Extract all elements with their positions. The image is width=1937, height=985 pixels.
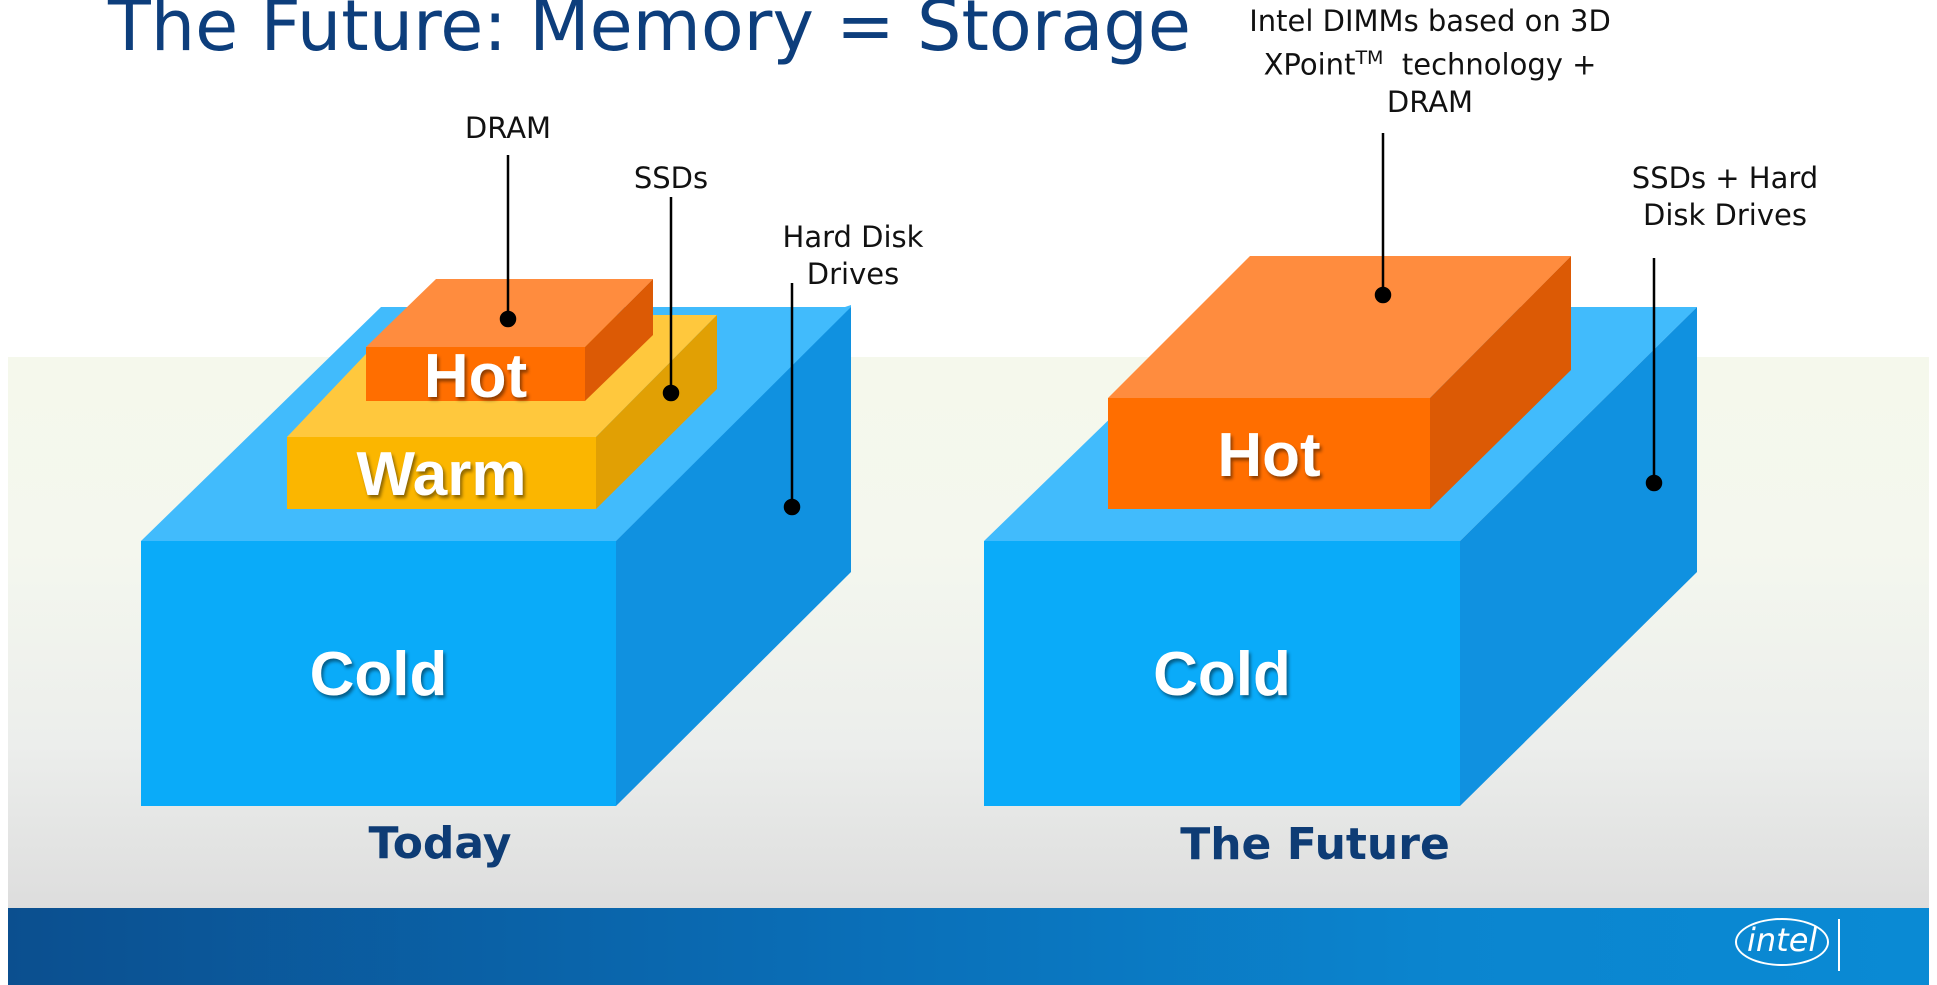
hdd-callout-line1: Hard Disk bbox=[782, 220, 924, 254]
today-caption: Today bbox=[368, 818, 512, 869]
hdd-callout-label: Hard Disk Drives bbox=[770, 219, 936, 293]
xpoint-callout-label: Intel DIMMs based on 3D XPointTM technol… bbox=[1230, 3, 1630, 121]
today-cold-label: Cold bbox=[309, 640, 448, 709]
today-cold-front bbox=[141, 541, 616, 806]
hdd-leader-dot bbox=[783, 498, 801, 516]
footer-bar bbox=[8, 908, 1929, 985]
storage-callout-label: SSDs + Hard Disk Drives bbox=[1610, 160, 1840, 234]
future-cold-front bbox=[984, 541, 1460, 806]
future-hot-block bbox=[1108, 256, 1571, 509]
future-cold-label: Cold bbox=[1153, 640, 1291, 709]
today-hot-front bbox=[366, 347, 585, 401]
storage-callout-line2: Disk Drives bbox=[1643, 198, 1807, 232]
xpoint-callout-line3: DRAM bbox=[1386, 84, 1474, 119]
ssds-leader-dot bbox=[662, 384, 680, 402]
storage-callout-line1: SSDs + Hard bbox=[1631, 161, 1819, 195]
today-warm-label: Warm bbox=[356, 440, 527, 509]
future-hot-front bbox=[1108, 398, 1430, 509]
today-warm-side bbox=[596, 315, 717, 509]
future-hot-side bbox=[1430, 256, 1571, 509]
future-caption: The Future bbox=[1180, 819, 1450, 870]
xpoint-leader-dot bbox=[1374, 286, 1392, 304]
today-hot-label: Hot bbox=[423, 342, 528, 411]
xpoint-callout-line2b: technology + bbox=[1383, 47, 1597, 82]
slide-title: The Future: Memory = Storage bbox=[108, 0, 1191, 67]
intel-logo: intel bbox=[1735, 918, 1830, 966]
xpoint-callout-line1: Intel DIMMs based on 3D bbox=[1249, 4, 1611, 38]
dram-callout-label: DRAM bbox=[464, 111, 552, 145]
future-hot-label: Hot bbox=[1217, 421, 1321, 490]
future-hot-top bbox=[1108, 256, 1571, 398]
ssds-callout-label: SSDs bbox=[633, 161, 709, 195]
dram-leader-dot bbox=[499, 310, 517, 328]
hdd-callout-line2: Drives bbox=[806, 257, 900, 291]
logo-divider bbox=[1838, 919, 1840, 971]
storage-leader-dot bbox=[1645, 474, 1663, 492]
xpoint-callout-line2a: XPoint bbox=[1263, 47, 1356, 82]
future-cold-side bbox=[1460, 307, 1697, 806]
today-warm-front bbox=[287, 437, 596, 509]
today-hot-side bbox=[585, 279, 653, 401]
trademark-mark: TM bbox=[1355, 47, 1384, 69]
